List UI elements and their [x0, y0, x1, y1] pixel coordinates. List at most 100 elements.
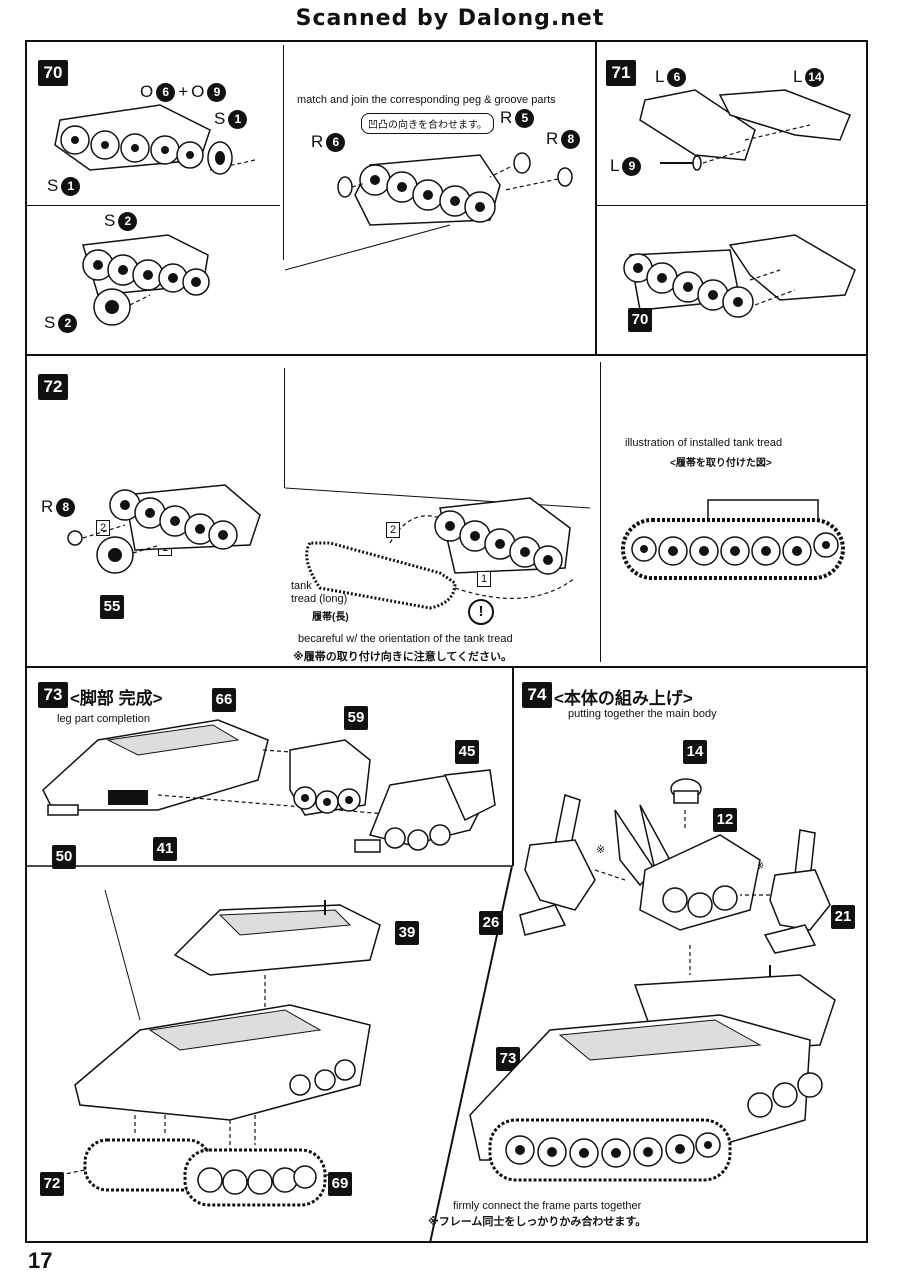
page-header: Scanned by Dalong.net: [295, 6, 605, 31]
leg-part-45-illustration: [354, 769, 496, 853]
wheel-70-s1: [207, 141, 233, 175]
ref-69: 69: [328, 1172, 352, 1196]
ref-45: 45: [455, 740, 479, 764]
caution-en: becareful w/ the orientation of the tank…: [298, 633, 513, 645]
step-badge-72: 72: [38, 374, 68, 400]
caution-icon: !: [468, 599, 494, 625]
label-r: R: [500, 108, 513, 127]
ref-70: 70: [628, 308, 652, 332]
wheel-assembly-72a-illustration: [67, 484, 261, 574]
divider-72-left: [284, 368, 285, 488]
part-r6: 6: [326, 132, 346, 152]
label-l9-71: L 9: [610, 156, 642, 176]
installed-tread-en: illustration of installed tank tread: [625, 437, 783, 449]
wheel-assembly-70b-illustration: [82, 234, 210, 296]
title-74: <本体の組み上げ>: [554, 689, 693, 708]
ref-26: 26: [479, 911, 503, 935]
ref-59: 59: [344, 706, 368, 730]
leg-body-73a-illustration: [42, 719, 399, 816]
label-r5-70: R 5: [500, 108, 535, 128]
label-l: L: [610, 156, 620, 175]
wheel-assembly-70c-illustration: [284, 152, 573, 271]
divider-row2: [25, 666, 868, 668]
label-r: R: [41, 497, 54, 516]
instruction-frame: [25, 40, 868, 1243]
step-box-2-72b: 2: [386, 522, 401, 538]
part-o9: 9: [207, 82, 227, 102]
divider-70-mid: [283, 45, 284, 260]
part-s2: 2: [118, 211, 138, 231]
arm-part-21-illustration: [740, 829, 831, 954]
frame-71a-illustration: [639, 89, 851, 171]
part-l6: 6: [667, 67, 687, 87]
label-s: S: [214, 109, 226, 128]
part-s1: 1: [61, 176, 81, 196]
label-s1-bottom: S 1: [47, 176, 81, 196]
subtitle-74: putting together the main body: [568, 708, 717, 720]
step-box-2-72a: 2: [96, 520, 111, 536]
label-s1-top: S 1: [214, 109, 248, 129]
part-r8: 8: [56, 497, 76, 517]
divider-70-inner: [25, 205, 280, 206]
divider-72-right: [600, 362, 601, 662]
arm-part-26-illustration: [519, 794, 626, 936]
part-s1: 1: [228, 109, 248, 129]
tread-label-jp: 履帯(長): [312, 612, 349, 623]
part-r5: 5: [515, 108, 535, 128]
installed-tread-illustration: [621, 499, 845, 580]
note-mark-left: ※: [596, 844, 606, 856]
ref-39: 39: [395, 921, 419, 945]
body-part-12-illustration: [614, 804, 761, 931]
caption-peg-groove: match and join the corresponding peg & g…: [297, 94, 556, 106]
ref-66: 66: [212, 688, 236, 712]
part-l14: 14: [805, 67, 825, 87]
ref-14: 14: [683, 740, 707, 764]
title-73: <脚部 完成>: [70, 689, 163, 708]
divider-71: [595, 40, 597, 355]
part-l9: 9: [622, 156, 642, 176]
divider-row1: [25, 354, 868, 356]
ref-55: 55: [100, 595, 124, 619]
subtitle-73: leg part completion: [57, 713, 150, 725]
label-s: S: [44, 313, 56, 332]
ref-21: 21: [831, 905, 855, 929]
part-o6: 6: [156, 82, 176, 102]
divider-71-inner: [597, 205, 868, 206]
ref-50: 50: [52, 845, 76, 869]
label-o-2: O: [191, 82, 205, 101]
step-box-1-72b: 1: [477, 571, 492, 587]
label-l6-71: L 6: [655, 67, 687, 87]
step-badge-73: 73: [38, 682, 68, 708]
part-r8: 8: [561, 129, 581, 149]
label-s2-bottom: S 2: [44, 313, 78, 333]
label-o6-o9: O 6 + O 9: [140, 82, 227, 102]
note-mark-right: ※: [755, 860, 765, 872]
label-r: R: [546, 129, 559, 148]
divider-73-74: [512, 666, 514, 866]
leg-track-59-illustration: [289, 739, 371, 816]
tread-label-2: tread (long): [291, 593, 348, 605]
label-s: S: [47, 176, 59, 195]
label-r6-70: R 6: [311, 132, 346, 152]
label-l: L: [793, 67, 803, 86]
head-part-14-illustration: [670, 778, 702, 804]
step-badge-71: 71: [606, 60, 636, 86]
caution-jp: ※履帯の取り付け向きに注意してください。: [293, 651, 513, 663]
label-o: O: [140, 82, 154, 101]
ref-12: 12: [713, 808, 737, 832]
step-badge-70: 70: [38, 60, 68, 86]
frame-71b-illustration: [623, 234, 856, 318]
label-r8-70: R 8: [546, 129, 581, 149]
page-number: 17: [28, 1248, 53, 1273]
ref-41: 41: [153, 837, 177, 861]
bubble-jp-70: 凹凸の向きを合わせます。: [361, 113, 494, 134]
label-r: R: [311, 132, 324, 151]
label-s: S: [104, 211, 116, 230]
wheel-70-s2: [93, 288, 151, 326]
main-body-73-illustration: [469, 945, 836, 1182]
label-r8-72: R 8: [41, 497, 76, 517]
tread-label-1: tank: [291, 580, 312, 592]
note-en-74: firmly connect the frame parts together: [453, 1200, 642, 1212]
leg-assembly-73b-illustration: [59, 889, 381, 1207]
plus-sign: +: [178, 82, 189, 101]
